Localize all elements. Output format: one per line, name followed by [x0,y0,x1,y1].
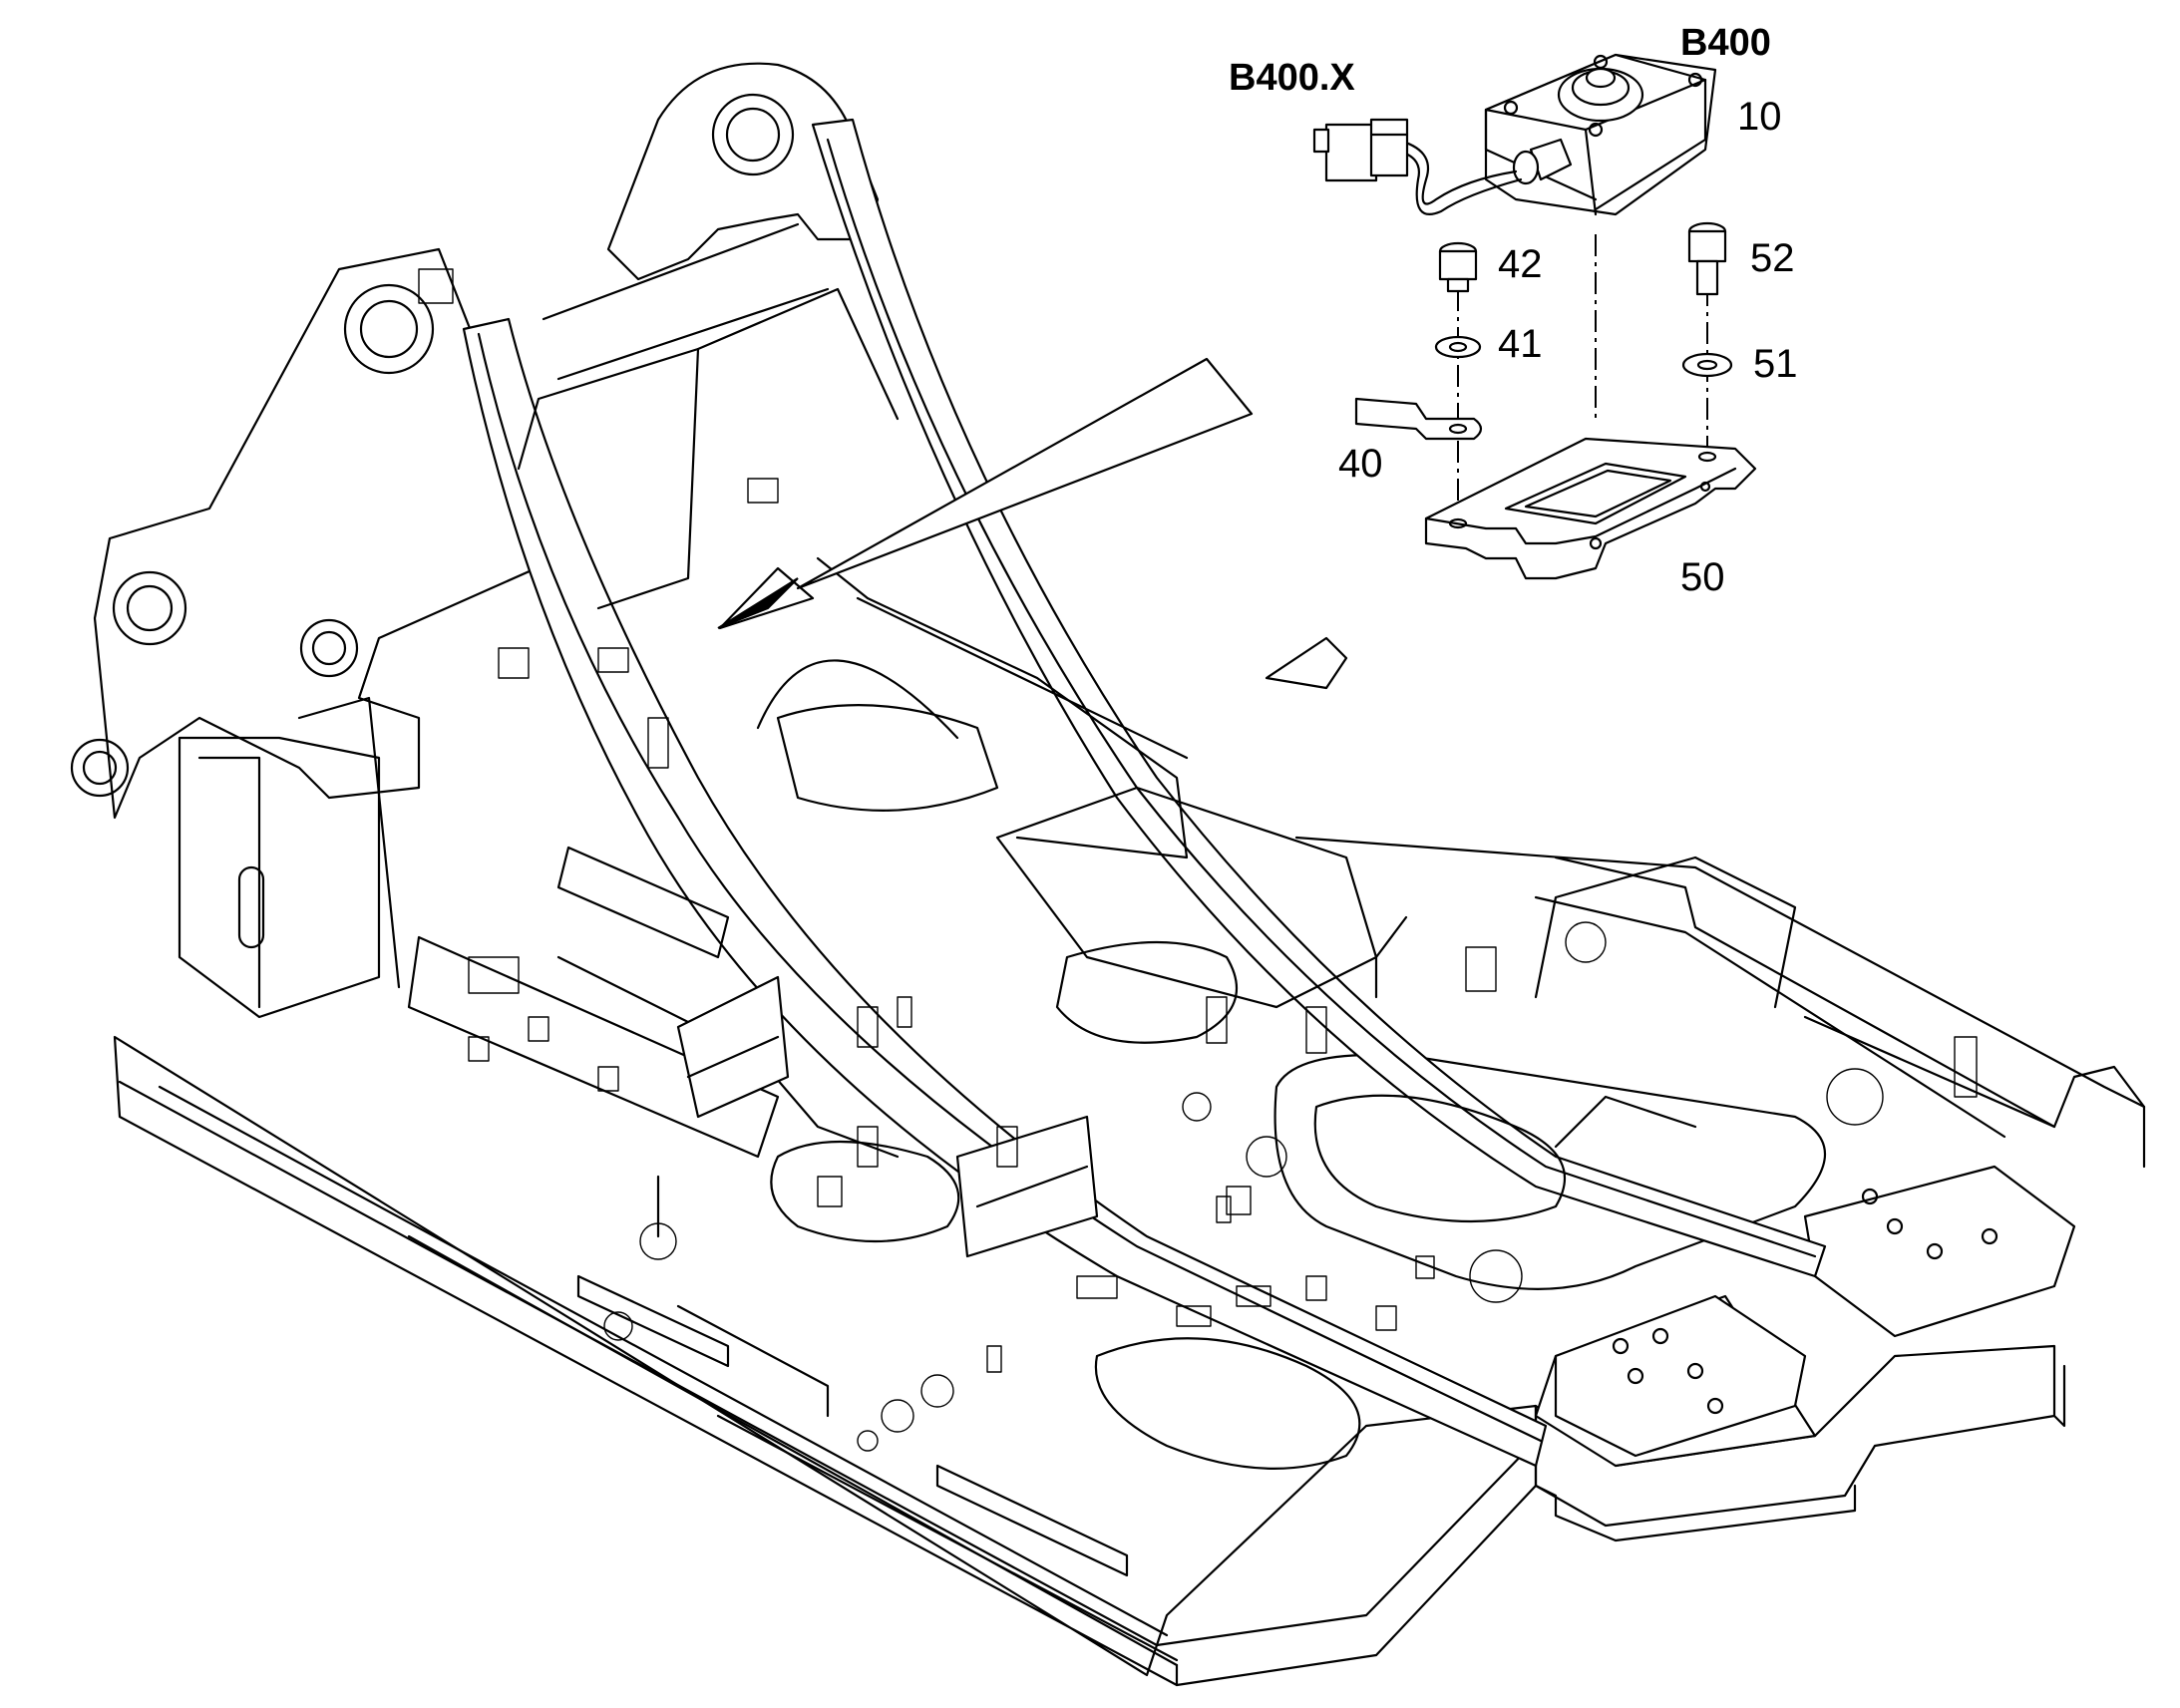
label-10: 10 [1737,95,1782,139]
label-40: 40 [1338,442,1383,486]
label-51: 51 [1753,342,1798,386]
label-52: 52 [1750,236,1795,280]
excavator-undercarriage-frame [70,62,2146,1687]
label-b400x: B400.X [1229,57,1355,99]
bolt-42 [1438,241,1478,293]
sensor-assembly-detail: B400 B400.X 10 42 41 40 52 51 50 [1229,22,1798,599]
washer-51 [1681,352,1733,378]
ground-strap-40 [1354,397,1483,441]
label-50: 50 [1680,555,1725,599]
bracket-plate-50 [1424,437,1757,580]
connector-b400x [1312,118,1523,216]
label-42: 42 [1498,242,1543,286]
label-41: 41 [1498,322,1543,366]
bolt-52 [1687,221,1727,296]
washer-41 [1434,335,1482,359]
sensor-b400 [1484,53,1717,216]
label-b400: B400 [1680,22,1771,64]
location-pointer-arrow [717,357,1254,630]
